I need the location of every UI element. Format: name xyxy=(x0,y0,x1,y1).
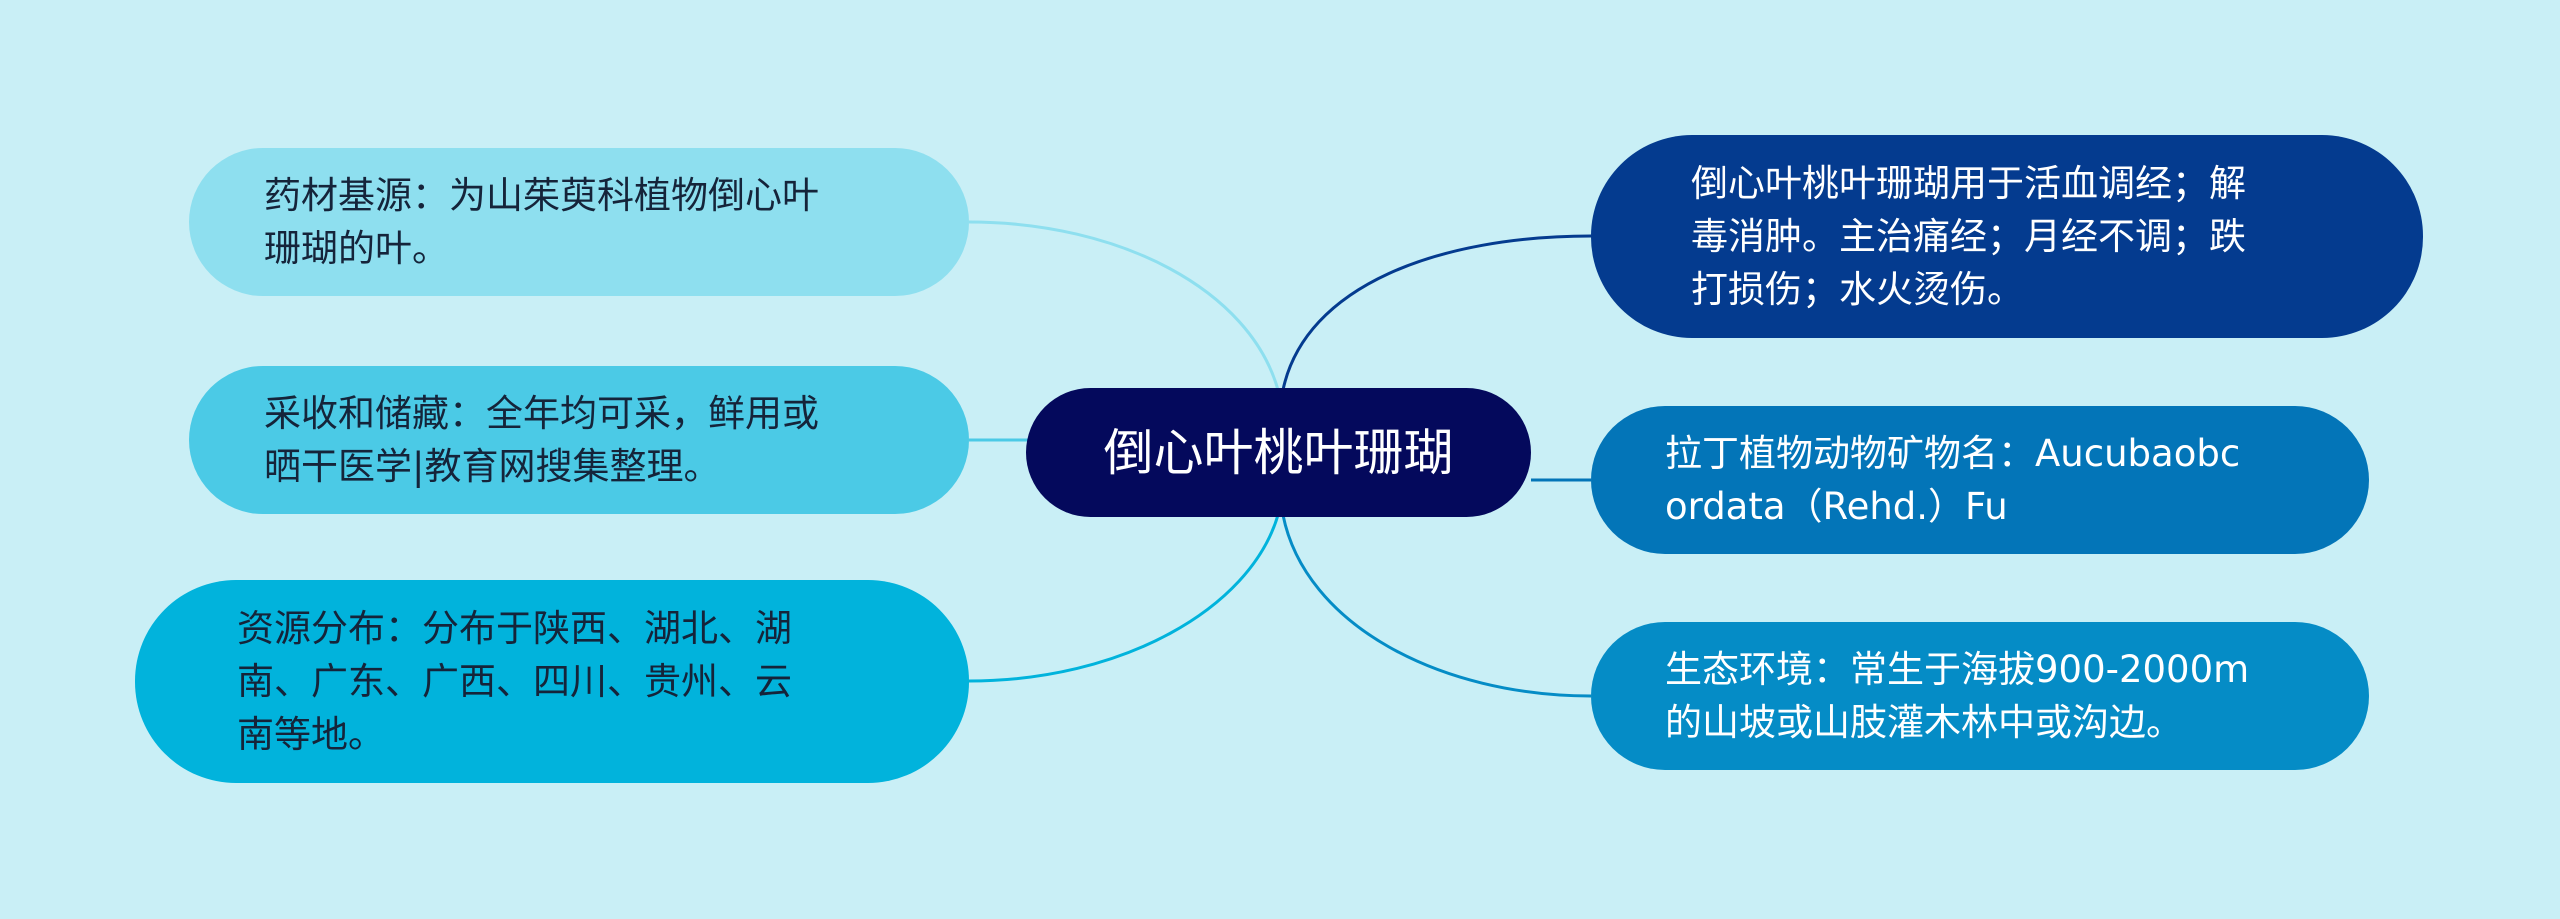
branch-text-distribution: 资源分布：分布于陕西、湖北、湖 南、广东、广西、四川、贵州、云 南等地。 xyxy=(237,607,792,756)
branch-node-habitat[interactable]: 生态环境：常生于海拔900-2000m 的山坡或山肢灌木林中或沟边。 xyxy=(1591,622,2369,770)
branch-text-source: 药材基源：为山茱萸科植物倒心叶 珊瑚的叶。 xyxy=(264,174,819,270)
connector-right-1 xyxy=(1281,234,1592,391)
branch-text-habitat: 生态环境：常生于海拔900-2000m 的山坡或山肢灌木林中或沟边。 xyxy=(1665,648,2250,744)
connector-left-1 xyxy=(968,220,1280,391)
branch-node-distribution[interactable]: 资源分布：分布于陕西、湖北、湖 南、广东、广西、四川、贵州、云 南等地。 xyxy=(135,580,969,783)
branch-text-harvest: 采收和储藏：全年均可采，鲜用或 晒干医学|教育网搜集整理。 xyxy=(264,392,819,488)
branch-text-usage: 倒心叶桃叶珊瑚用于活血调经；解 毒消肿。主治痛经；月经不调；跌 打损伤；水火烫伤… xyxy=(1691,162,2246,311)
branch-node-latin-name[interactable]: 拉丁植物动物矿物名：Aucubaobc ordata（Rehd.）Fu xyxy=(1591,406,2369,554)
central-topic-node[interactable]: 倒心叶桃叶珊瑚 xyxy=(1026,388,1531,517)
connector-left-3 xyxy=(968,514,1280,683)
branch-node-source[interactable]: 药材基源：为山茱萸科植物倒心叶 珊瑚的叶。 xyxy=(189,148,969,296)
branch-node-usage[interactable]: 倒心叶桃叶珊瑚用于活血调经；解 毒消肿。主治痛经；月经不调；跌 打损伤；水火烫伤… xyxy=(1591,135,2423,338)
central-topic-label: 倒心叶桃叶珊瑚 xyxy=(1103,423,1454,482)
branch-text-latin-name: 拉丁植物动物矿物名：Aucubaobc ordata（Rehd.）Fu xyxy=(1665,432,2241,528)
connector-right-3 xyxy=(1281,514,1592,698)
branch-node-harvest[interactable]: 采收和储藏：全年均可采，鲜用或 晒干医学|教育网搜集整理。 xyxy=(189,366,969,514)
